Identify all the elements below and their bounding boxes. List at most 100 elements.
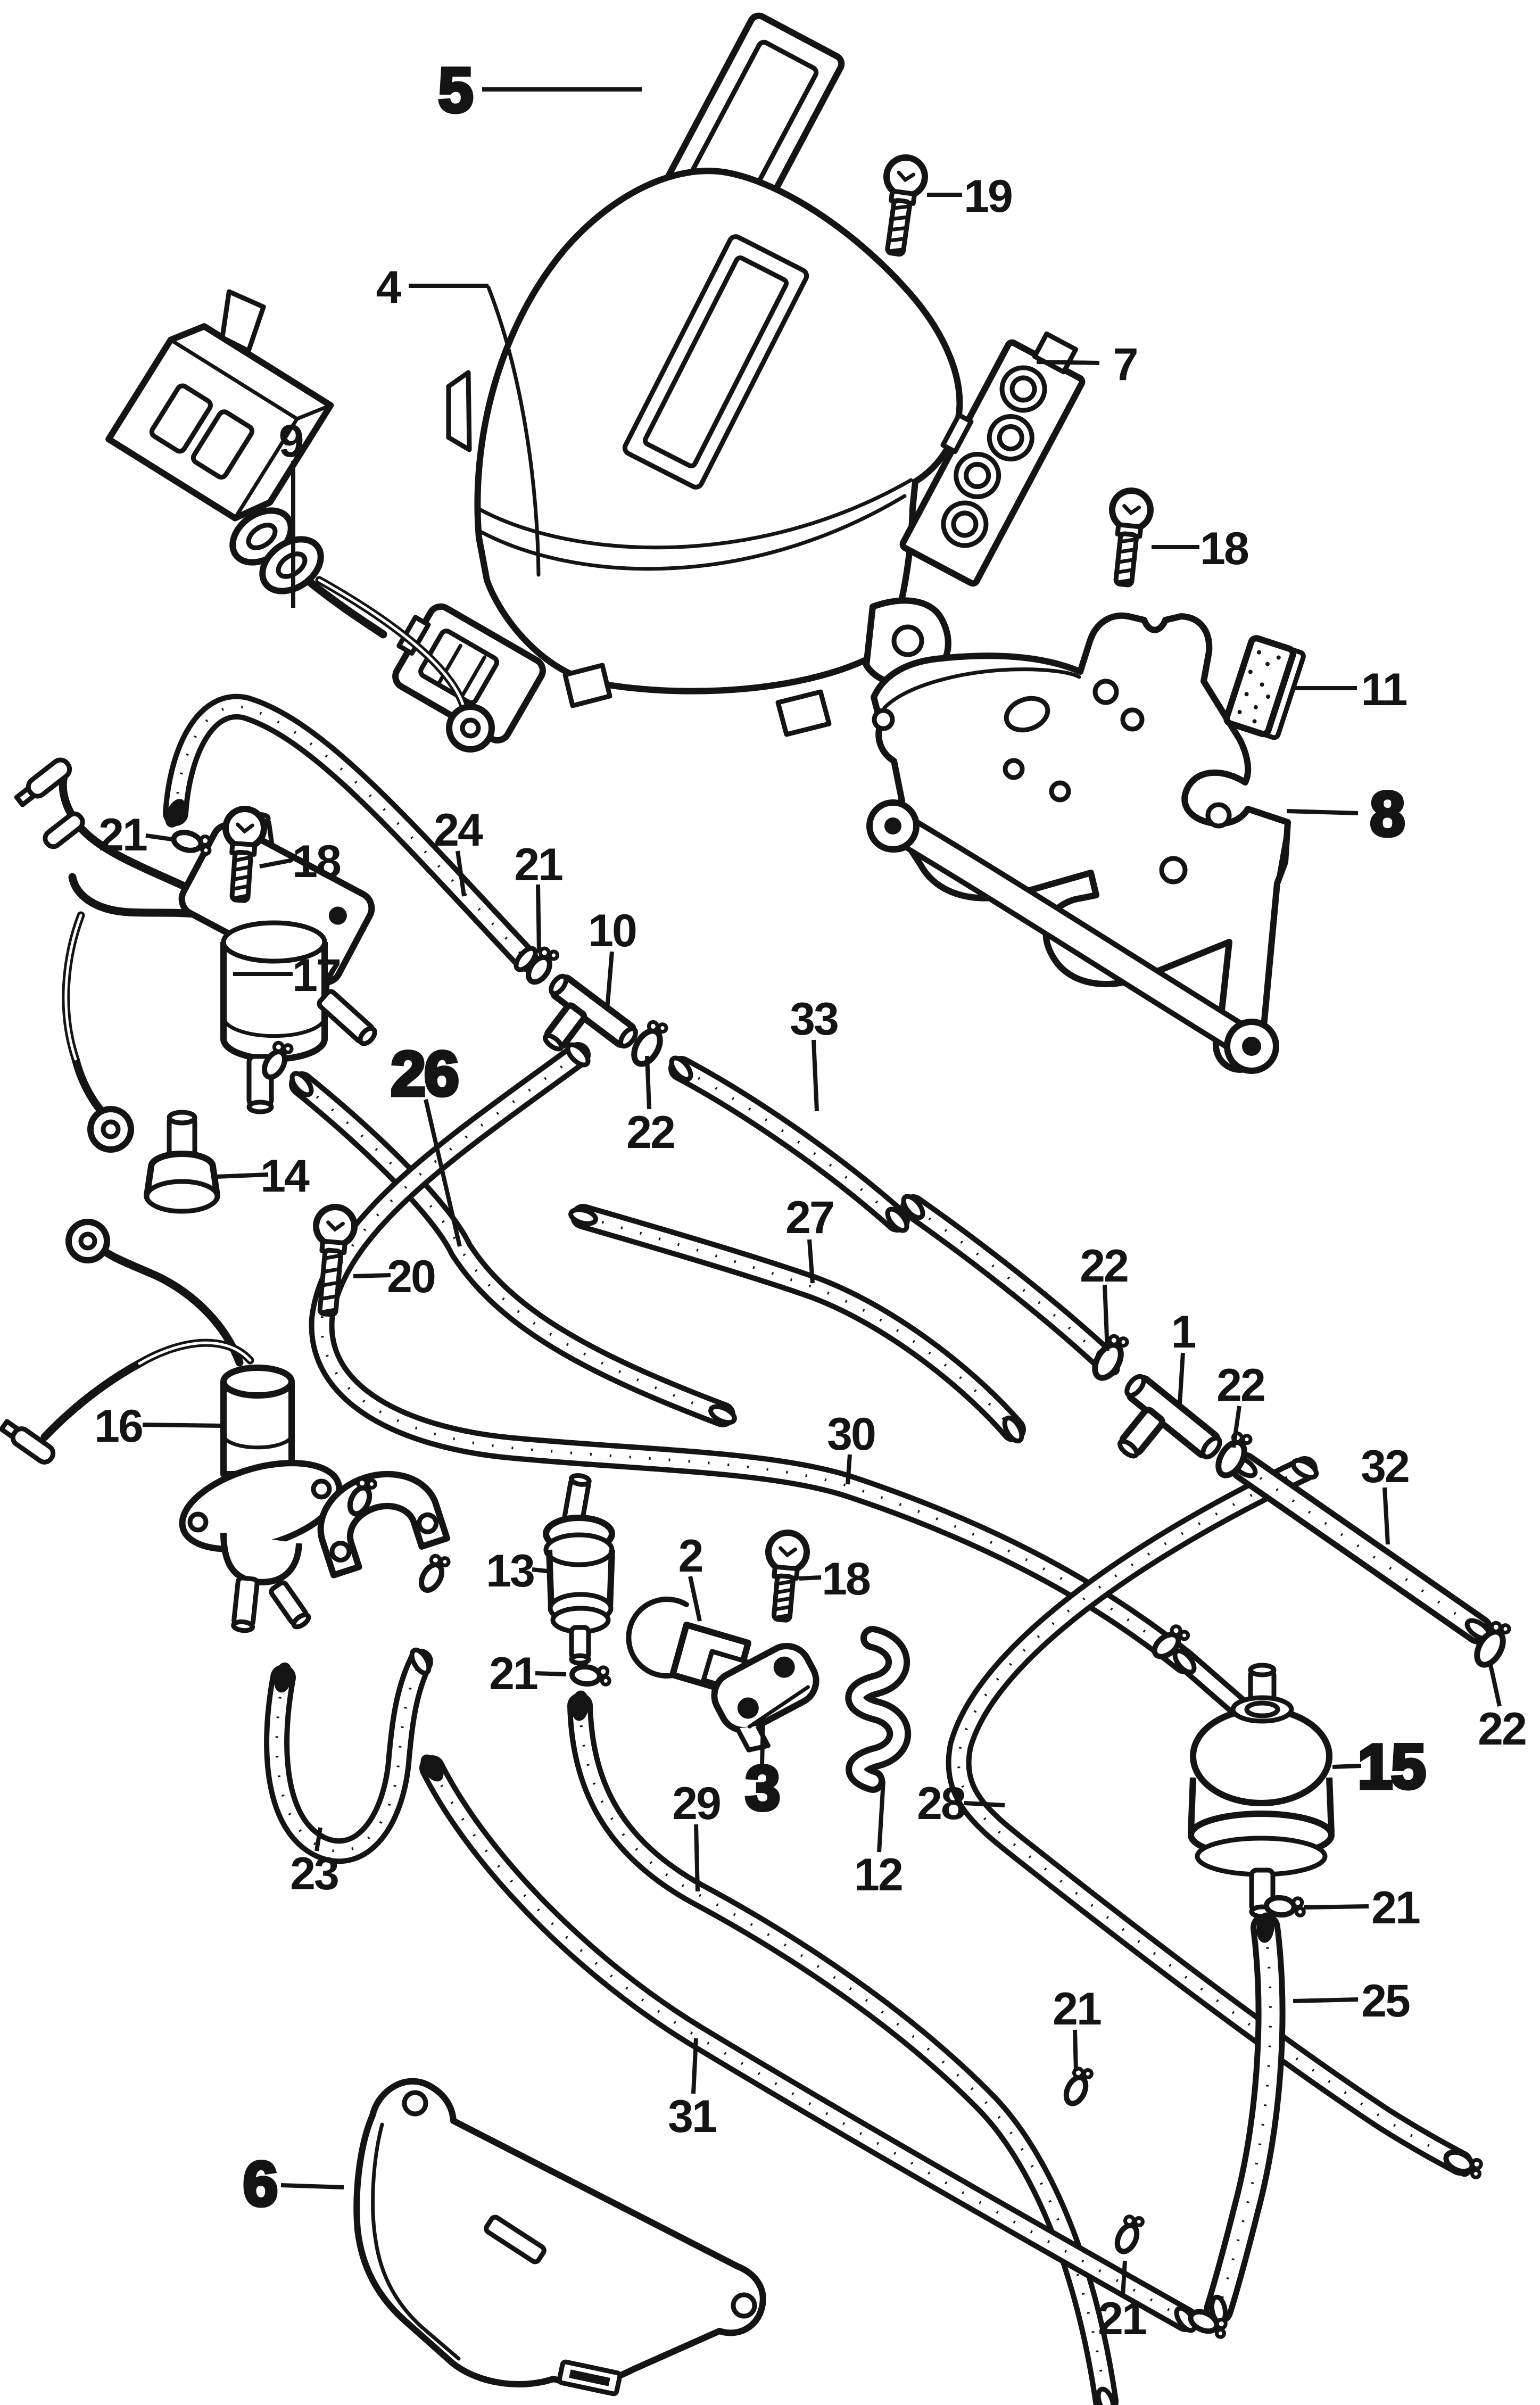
hose-clamp-icon	[1264, 1895, 1306, 1918]
part-label-19: 19	[964, 171, 1013, 222]
part-number-labels: 5194791811821182421171033262214272220122…	[94, 54, 1527, 2345]
leader-line	[314, 1827, 322, 1852]
part-label-21: 21	[98, 809, 148, 861]
leader-line	[812, 1039, 819, 1112]
hose-open-end-icon	[571, 1690, 589, 1721]
part-number-text: 17	[292, 950, 340, 1001]
part-label-21: 21	[1053, 1983, 1103, 2035]
leader-line	[1103, 1284, 1110, 1351]
hose-25	[1219, 1928, 1270, 2310]
part-number-text: 22	[626, 1107, 674, 1158]
insulator-pad	[1223, 635, 1306, 740]
part-label-9: 9	[279, 416, 304, 467]
part-number-text: 21	[1371, 1882, 1420, 1933]
hose-open-end-icon	[1096, 2386, 1116, 2405]
part-number-text: 30	[827, 1409, 875, 1460]
part-label-2: 2	[678, 1531, 704, 1582]
part-number-text: 33	[790, 994, 838, 1045]
hose-clamp-icon	[1443, 2149, 1483, 2179]
hose-open-end-icon	[1256, 1912, 1274, 1943]
hose-clamp-icon	[526, 946, 560, 985]
hose-open-end-icon	[708, 1404, 737, 1425]
hose-30	[322, 1055, 1185, 1662]
part-label-33: 33	[790, 994, 839, 1045]
leader-line	[760, 1720, 765, 1766]
leader-line	[216, 1172, 269, 1179]
tube-retainer	[845, 1626, 912, 1793]
part-label-13: 13	[486, 1546, 535, 1597]
part-label-4: 4	[376, 262, 403, 313]
leader-line	[1488, 1664, 1502, 1707]
hose-open-end-icon	[669, 1055, 693, 1082]
part-number-text: 22	[1478, 1704, 1526, 1755]
part-label-21: 21	[514, 839, 564, 890]
part-number-text: 21	[514, 839, 562, 890]
part-number-text: 5	[438, 55, 472, 126]
part-label-1: 1	[1171, 1307, 1197, 1358]
part-label-14: 14	[260, 1151, 311, 1202]
part-number-text: 3	[746, 1753, 779, 1823]
part-label-7: 7	[1113, 339, 1139, 390]
part-number-text: 8	[1370, 779, 1404, 849]
part-number-text: 25	[1361, 1976, 1410, 2027]
part-label-21: 21	[1098, 2293, 1148, 2344]
part-label-32: 32	[1361, 1441, 1410, 1492]
hose-clamp-icon	[262, 1040, 294, 1080]
leader-line	[1332, 1764, 1362, 1769]
sub-wire-harness	[105, 289, 546, 753]
part-label-15: 15	[1356, 1730, 1428, 1804]
part-label-28: 28	[917, 1778, 967, 1829]
part-label-6: 6	[241, 2147, 280, 2221]
grommet	[144, 1110, 220, 1214]
part-label-18: 18	[292, 836, 342, 887]
part-number-text: 18	[822, 1553, 870, 1605]
part-label-25: 25	[1361, 1976, 1411, 2027]
canister	[1174, 1649, 1335, 1919]
part-number-text: 26	[391, 1039, 457, 1109]
part-number-text: 18	[292, 836, 341, 887]
hose-open-end-icon	[885, 1206, 909, 1233]
leader-line	[1303, 1904, 1369, 1910]
part-number-text: 22	[1080, 1241, 1128, 1292]
screw-icon	[883, 154, 928, 257]
hose-clamp-icon	[419, 1553, 451, 1593]
part-number-text: 6	[243, 2149, 277, 2219]
solenoid-valve	[14, 757, 377, 1153]
part-number-text: 14	[260, 1151, 310, 1202]
hose-open-ends	[165, 799, 1492, 2405]
leader-line	[145, 833, 176, 842]
part-number-text: 2	[678, 1531, 702, 1582]
part-number-text: 29	[672, 1778, 720, 1829]
part-number-text: 4	[376, 262, 402, 313]
part-number-text: 28	[917, 1778, 965, 1829]
part-label-29: 29	[672, 1778, 722, 1829]
part-label-12: 12	[854, 1849, 904, 1900]
part-label-18: 18	[822, 1553, 872, 1605]
part-number-text: 9	[279, 416, 303, 467]
leader-line	[259, 858, 293, 869]
valve-assembly	[0, 1219, 451, 1633]
leader-line	[1036, 360, 1100, 365]
leader-line	[536, 884, 541, 953]
part-label-10: 10	[588, 905, 637, 956]
part-label-23: 23	[290, 1848, 340, 1899]
leader-line	[1293, 1997, 1359, 2003]
hose-open-end-icon	[901, 1194, 925, 1220]
hose-clamp-icon	[1152, 1624, 1190, 1659]
part-label-8: 8	[1368, 778, 1407, 852]
hose-clamp-icon	[1114, 2214, 1145, 2254]
hose-open-end-icon	[420, 1754, 444, 1782]
part-label-20: 20	[387, 1251, 436, 1302]
leader-line	[846, 1454, 852, 1485]
part-number-text: 7	[1113, 339, 1137, 390]
screws	[222, 154, 1154, 1623]
leader-line	[645, 1055, 651, 1110]
leader-line	[691, 2038, 698, 2094]
leader-line	[280, 2183, 344, 2189]
leader-line	[799, 1575, 822, 1581]
part-label-18: 18	[1200, 523, 1250, 574]
hose-clamp-icon	[1474, 1621, 1511, 1668]
part-number-text: 22	[1216, 1360, 1264, 1411]
part-number-text: 13	[486, 1546, 534, 1597]
